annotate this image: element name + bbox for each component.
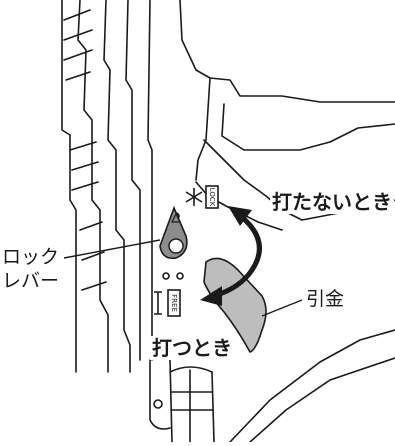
grip-outline	[149, 359, 171, 430]
lock-lever-label-line1: ロック	[2, 246, 60, 268]
lock-marking	[185, 185, 219, 209]
tool-body-outline	[125, 0, 141, 361]
tool-body-outline	[103, 0, 131, 373]
tool-head-outline	[195, 77, 211, 181]
trigger	[203, 257, 267, 353]
free-marking	[154, 289, 181, 317]
tool-head-outline	[179, 0, 395, 103]
switch-arrow	[200, 206, 262, 306]
tool-body-outline	[77, 0, 109, 373]
screw	[162, 272, 170, 280]
tool-body-outline	[61, 0, 77, 373]
lock-lever	[159, 205, 188, 260]
fin-detail	[63, 9, 93, 81]
screw	[153, 399, 163, 409]
firing-label: 打つとき	[150, 336, 234, 360]
handle-outline	[229, 329, 395, 443]
grip-outline	[171, 391, 213, 411]
tool-head-outline	[221, 103, 395, 151]
lock-badge-text: LOCK	[208, 188, 216, 207]
free-badge-text: FREE	[170, 294, 178, 312]
grip-outline	[169, 366, 213, 373]
lock-lever-label-line2: レバー	[2, 270, 60, 292]
grip-outline	[169, 359, 215, 443]
screw	[176, 272, 184, 280]
tool-head-outline	[195, 181, 283, 231]
handle-outline	[249, 357, 395, 443]
fin-detail	[69, 141, 107, 291]
leader-lines	[63, 239, 303, 317]
trigger-label: 引金	[306, 288, 345, 310]
not-firing-label: 打たないとき	[270, 190, 394, 214]
tool-body-outline	[147, 0, 153, 361]
